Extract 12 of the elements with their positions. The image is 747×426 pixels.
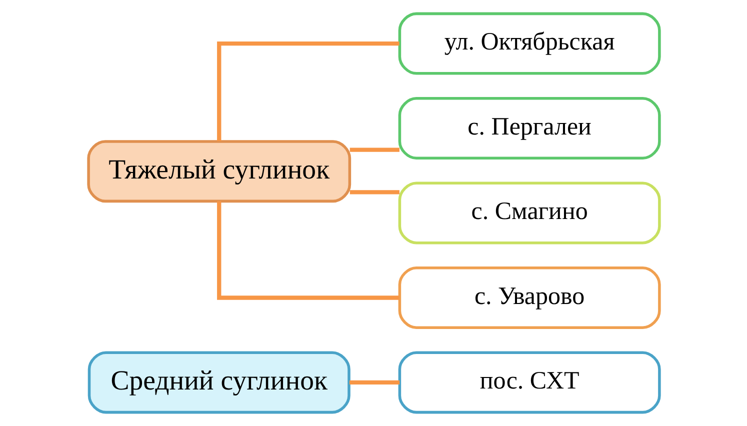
node-box: с. Уварово <box>398 266 660 329</box>
node-box: пос. СХТ <box>398 351 660 414</box>
node-box: ул. Октябрьская <box>398 12 660 75</box>
node-box: с. Смагино <box>398 182 660 244</box>
connector <box>216 41 399 142</box>
connector <box>348 380 400 385</box>
node-box: Тяжелый суглинок <box>86 140 351 203</box>
node-box: Средний суглинок <box>87 351 350 414</box>
connector <box>349 148 399 152</box>
connector <box>349 190 399 194</box>
node-box: с. Пергалеи <box>398 97 660 160</box>
connector <box>216 201 399 300</box>
